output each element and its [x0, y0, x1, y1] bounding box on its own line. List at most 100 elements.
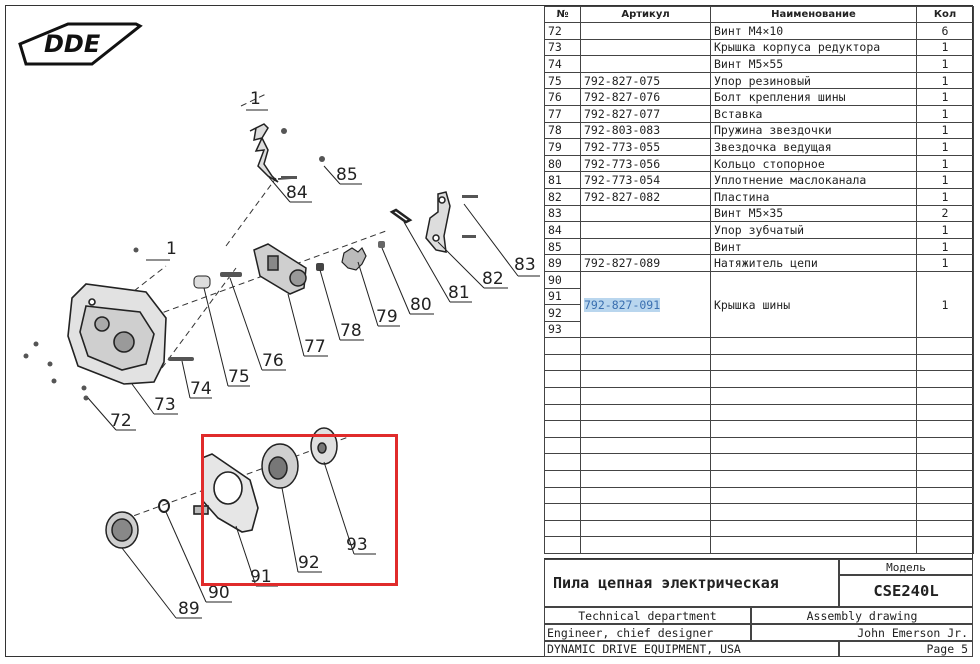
row-article: 792-803-083: [580, 121, 711, 140]
empty-table-row: [544, 403, 974, 422]
row-name: Крышка шины: [710, 270, 917, 339]
empty-cell: [710, 420, 917, 438]
part-78-spring: [316, 263, 324, 271]
empty-table-row: [544, 486, 974, 505]
row-name: Звездочка ведущая: [710, 138, 917, 156]
leader-lines: [87, 109, 540, 619]
row-number: 77: [544, 104, 581, 123]
empty-cell: [916, 503, 974, 521]
row-article-highlighted: 792-827-091: [580, 270, 711, 339]
row-number: 79: [544, 138, 581, 156]
part-80-retaining-ring: [378, 241, 385, 248]
empty-cell: [544, 420, 581, 438]
row-qty: 1: [916, 104, 974, 123]
row-name: Вставка: [710, 104, 917, 123]
header-article: Артикул: [580, 6, 711, 23]
row-article: 792-827-089: [580, 254, 711, 272]
callout-labels: 1 84 85 1 83 82 81 80 79 78 77 76 75 74 …: [110, 89, 536, 619]
empty-cell: [916, 486, 974, 505]
part-92-cover-wheel: [261, 443, 299, 489]
row-qty: 1: [916, 55, 974, 73]
empty-cell: [710, 387, 917, 405]
callout-89: 89: [178, 599, 200, 619]
empty-cell: [580, 370, 711, 389]
empty-table-row: [544, 519, 974, 538]
model-name: CSE240L: [839, 575, 973, 607]
row-number: 75: [544, 71, 581, 90]
row-qty: 1: [916, 88, 974, 106]
row-article: 792-773-056: [580, 154, 711, 173]
row-qty: 6: [916, 22, 974, 40]
row-number: 74: [544, 55, 581, 73]
callout-82: 82: [482, 269, 504, 289]
empty-cell: [580, 420, 711, 438]
empty-cell: [916, 337, 974, 355]
row-qty: 1: [916, 171, 974, 189]
empty-cell: [544, 536, 581, 554]
row-article: 792-827-077: [580, 104, 711, 123]
row-number: 83: [544, 204, 581, 223]
part-82-plate: [425, 191, 451, 253]
row-article: [580, 22, 711, 40]
empty-table-row: [544, 353, 974, 372]
row-name: Болт крепления шины: [710, 88, 917, 106]
company-name: DYNAMIC DRIVE EQUIPMENT, USA: [544, 641, 839, 657]
empty-cell: [544, 337, 581, 355]
empty-cell: [544, 503, 581, 521]
callout-72: 72: [110, 411, 132, 431]
screws-upper: [281, 128, 325, 179]
part-74-screw: [168, 357, 194, 361]
row-number: 89: [544, 254, 581, 272]
empty-table-row: [544, 436, 974, 455]
empty-cell: [580, 486, 711, 505]
empty-table-row: [544, 370, 974, 389]
empty-cell: [916, 536, 974, 554]
screws-83: [462, 195, 478, 238]
row-number: 81: [544, 171, 581, 189]
empty-cell: [710, 486, 917, 505]
row-article: 792-827-082: [580, 187, 711, 206]
selected-article-text: 792-827-091: [584, 297, 661, 312]
row-article: 792-773-055: [580, 138, 711, 156]
empty-cell: [710, 337, 917, 355]
logo-text: DDE: [44, 30, 101, 58]
row-name: Винт M4×10: [710, 22, 917, 40]
empty-cell: [580, 536, 711, 554]
dde-logo: DDE: [18, 22, 143, 66]
row-article: [580, 221, 711, 239]
row-name: Натяжитель цепи: [710, 254, 917, 272]
row-qty: 1: [916, 187, 974, 206]
callout-79: 79: [376, 307, 398, 327]
row-name: Винт: [710, 237, 917, 256]
callout-83: 83: [514, 255, 536, 275]
row-qty: 1: [916, 71, 974, 90]
empty-cell: [916, 353, 974, 372]
empty-cell: [710, 503, 917, 521]
empty-cell: [544, 370, 581, 389]
empty-table-row: [544, 420, 974, 438]
row-article: [580, 204, 711, 223]
empty-table-row: [544, 387, 974, 405]
empty-cell: [710, 436, 917, 455]
empty-table-row: [544, 470, 974, 488]
callout-92: 92: [298, 553, 320, 573]
callout-1-top: 1: [250, 89, 261, 109]
empty-cell: [916, 470, 974, 488]
empty-cell: [580, 519, 711, 538]
highlight-box: [201, 434, 398, 586]
empty-table-row: [544, 337, 974, 355]
empty-cell: [544, 436, 581, 455]
empty-cell: [580, 503, 711, 521]
empty-cell: [544, 486, 581, 505]
callout-1-mid: 1: [166, 239, 177, 259]
part-77-insert: [253, 243, 307, 295]
row-name: Уплотнение маслоканала: [710, 171, 917, 189]
row-number: 82: [544, 187, 581, 206]
